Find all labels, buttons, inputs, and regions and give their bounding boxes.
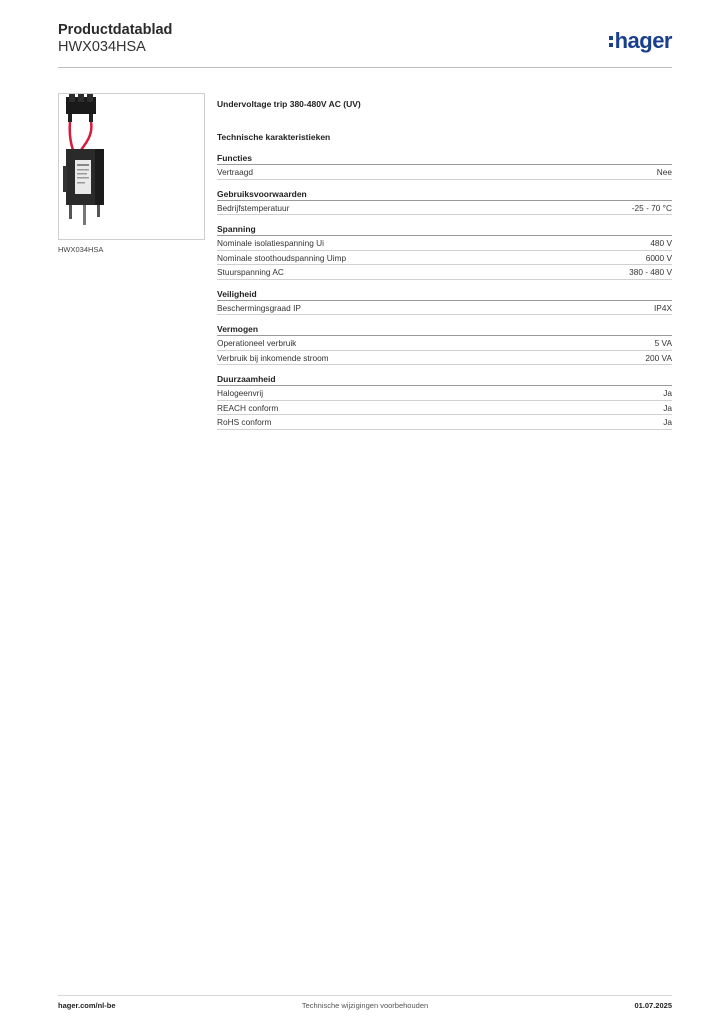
spec-row: Stuurspanning AC 380 - 480 V — [217, 265, 672, 280]
product-name: Undervoltage trip 380-480V AC (UV) — [217, 99, 361, 109]
spec-label: RoHS conform — [217, 417, 272, 427]
spec-value: 480 V — [650, 238, 672, 248]
footer-website-link[interactable]: hager.com/nl-be — [58, 1001, 116, 1010]
page-footer: hager.com/nl-be Technische wijzigingen v… — [58, 995, 672, 1011]
section-gebruiksvoorwaarden: Gebruiksvoorwaarden Bedrijfstemperatuur … — [217, 188, 672, 215]
spec-label: Nominale isolatiespanning Ui — [217, 238, 324, 248]
spec-row: Verbruik bij inkomende stroom 200 VA — [217, 351, 672, 365]
spec-row: REACH conform Ja — [217, 401, 672, 415]
spec-label: Nominale stoothoudspanning Uimp — [217, 252, 347, 263]
footer-disclaimer: Technische wijzigingen voorbehouden — [301, 1001, 429, 1010]
product-image — [58, 93, 205, 240]
document-subtitle: HWX034HSA — [58, 39, 146, 55]
product-specs: Undervoltage trip 380-480V AC (UV) Techn… — [217, 97, 672, 430]
logo-text: hager — [614, 28, 673, 53]
technical-characteristics-heading: Technische karakteristieken — [217, 132, 331, 142]
section-functies: Functies Vertraagd Nee — [217, 152, 672, 180]
spec-label: Beschermingsgraad IP — [217, 302, 301, 313]
spec-value: IP4X — [654, 302, 672, 313]
spec-value: Ja — [663, 402, 672, 413]
hager-logo: hager — [608, 28, 673, 54]
section-title: Veiligheid — [217, 288, 672, 301]
spec-value: Nee — [656, 167, 672, 177]
section-title: Spanning — [217, 223, 672, 236]
document-title: Productdatablad — [58, 22, 173, 38]
spec-value: Ja — [663, 388, 672, 398]
spec-row: Bedrijfstemperatuur -25 - 70 °C — [217, 201, 672, 215]
spec-value: 200 VA — [645, 352, 672, 363]
logo-dots-icon — [608, 35, 613, 47]
section-veiligheid: Veiligheid Beschermingsgraad IP IP4X — [217, 288, 672, 315]
spec-row: Halogeenvrij Ja — [217, 386, 672, 401]
spec-label: Operationeel verbruik — [217, 338, 297, 348]
spec-label: REACH conform — [217, 402, 279, 413]
spec-row: Beschermingsgraad IP IP4X — [217, 301, 672, 315]
section-title: Functies — [217, 152, 672, 165]
spec-row: Nominale stoothoudspanning Uimp 6000 V — [217, 251, 672, 265]
spec-label: Stuurspanning AC — [217, 267, 284, 277]
section-title: Vermogen — [217, 323, 672, 336]
spec-label: Bedrijfstemperatuur — [217, 202, 290, 213]
spec-row: RoHS conform Ja — [217, 415, 672, 430]
spec-value: 380 - 480 V — [629, 267, 672, 277]
section-spanning: Spanning Nominale isolatiespanning Ui 48… — [217, 223, 672, 280]
spec-label: Verbruik bij inkomende stroom — [217, 352, 329, 363]
spec-value: 6000 V — [645, 252, 672, 263]
spec-row: Nominale isolatiespanning Ui 480 V — [217, 236, 672, 251]
section-duurzaamheid: Duurzaamheid Halogeenvrij Ja REACH confo… — [217, 373, 672, 430]
spec-label: Halogeenvrij — [217, 388, 264, 398]
spec-row: Operationeel verbruik 5 VA — [217, 336, 672, 351]
undervoltage-trip-illustration — [63, 94, 104, 225]
section-vermogen: Vermogen Operationeel verbruik 5 VA Verb… — [217, 323, 672, 365]
footer-date: 01.07.2025 — [634, 1001, 672, 1010]
spec-value: -25 - 70 °C — [631, 202, 672, 213]
spec-label: Vertraagd — [217, 167, 253, 177]
product-image-caption: HWX034HSA — [58, 245, 104, 254]
page-header: Productdatablad HWX034HSA hager — [58, 22, 673, 68]
section-title: Duurzaamheid — [217, 373, 672, 386]
section-title: Gebruiksvoorwaarden — [217, 188, 672, 201]
spec-value: Ja — [663, 417, 672, 427]
spec-value: 5 VA — [654, 338, 672, 348]
spec-row: Vertraagd Nee — [217, 165, 672, 180]
